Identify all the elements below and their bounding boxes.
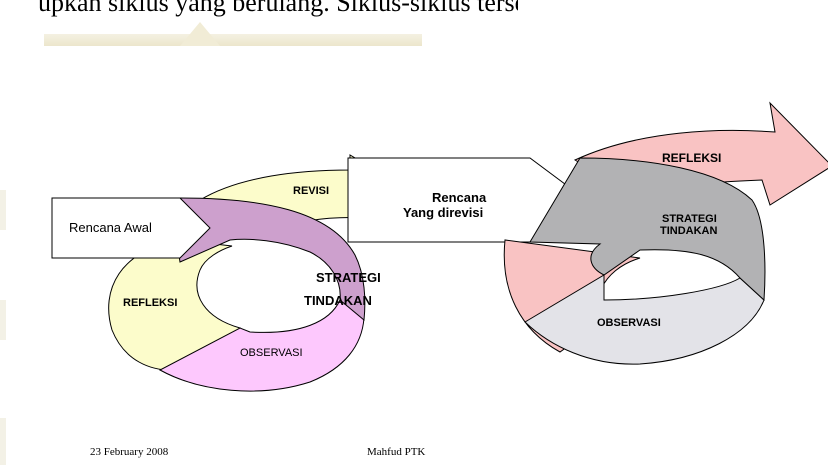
right-strategi-label-line1: STRATEGI xyxy=(662,213,717,225)
left-observasi-label: OBSERVASI xyxy=(240,347,303,359)
left-strategi-arrow xyxy=(169,197,366,321)
right-refleksi-label: REFLEKSI xyxy=(662,151,721,165)
right-observasi-segment xyxy=(524,274,765,365)
right-observasi-label: OBSERVASI xyxy=(597,317,661,329)
rencana-awal-label: Rencana Awal xyxy=(69,220,152,235)
footer-author: Mahfud PTK xyxy=(367,446,426,458)
left-edge-decoration xyxy=(0,300,6,340)
right-strategi-label-line2: TINDAKAN xyxy=(660,225,717,237)
left-edge-decoration xyxy=(0,418,6,465)
footer-date: 23 February 2008 xyxy=(90,446,169,458)
left-observasi-segment xyxy=(158,299,365,392)
rencana-direvisi-label-line2: Yang direvisi xyxy=(403,205,483,220)
watermark-bar xyxy=(44,34,422,46)
left-strategi-label-line1: STRATEGI xyxy=(316,270,381,285)
left-refleksi-label: REFLEKSI xyxy=(123,297,177,309)
left-edge-decoration xyxy=(0,190,6,230)
left-strategi-label-line2: TINDAKAN xyxy=(304,293,372,308)
right-strategi-arrow xyxy=(529,157,766,302)
header-text: upkan siklus yang berulang. Siklus-siklu… xyxy=(38,0,518,17)
rencana-direvisi-label-line1: Rencana xyxy=(432,190,487,205)
left-revisi-label: REVISI xyxy=(293,185,329,197)
rencana-awal-arrow xyxy=(51,197,211,259)
